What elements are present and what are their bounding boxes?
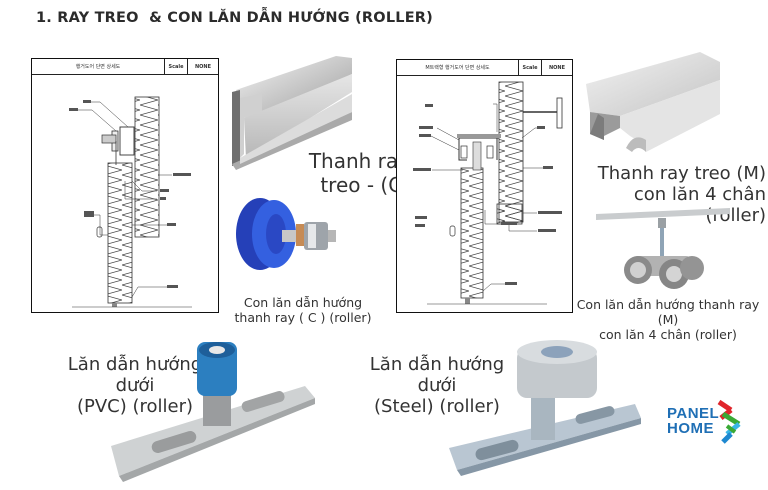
guide-pvc-caption-line1: Lăn dẫn hướng dưới (67, 354, 203, 397)
roller-c-image (236, 198, 336, 270)
panel-home-logo: PANEL HOME (667, 399, 747, 446)
guide-pvc-caption: Lăn dẫn hướng dưới (PVC) (roller) (50, 354, 220, 418)
logo-arrow-icon (717, 399, 741, 444)
rail-m-caption-line1: Thanh ray treo (M) (597, 163, 766, 184)
rail-c-caption-line2: treo - (C) (320, 172, 410, 197)
wall-panel (134, 96, 160, 238)
roller-c-caption-line2: thanh ray ( C ) (roller) (234, 309, 372, 325)
guide-steel-caption-line2: (Steel) (roller) (374, 396, 500, 418)
drawing-header: M트랙형 행거도어 단면 상세도 Scale NONE (397, 60, 572, 76)
roller-m-image (596, 208, 730, 289)
roller-c-caption: Con lăn dẫn hướng thanh ray ( C ) (rolle… (228, 295, 378, 326)
rail-c-image (232, 56, 352, 170)
rail-m-caption: Thanh ray treo (M) con lăn 4 chân (rolle… (570, 163, 766, 227)
rail-m-image (586, 52, 720, 152)
drawing-scale-label: Scale (164, 59, 187, 74)
drawing-scale-value: NONE (187, 59, 218, 74)
door-panel (107, 162, 133, 304)
guide-steel-caption-line1: Lăn dẫn hướng dưới (369, 354, 505, 397)
drawing-title: M트랙형 행거도어 단면 상세도 (425, 65, 490, 71)
roller-m-caption-line1: Con lăn dẫn hướng thanh ray (M) (576, 297, 760, 327)
roller-m-caption: Con lăn dẫn hướng thanh ray (M) con lăn … (570, 297, 766, 342)
guide-pvc-image (111, 342, 315, 482)
drawing-title: 행거도어 단면 상세도 (75, 64, 121, 70)
guide-steel-image (449, 340, 641, 476)
door-panel (460, 167, 484, 299)
roller-m-caption-line2: con lăn 4 chân (roller) (599, 326, 737, 342)
guide-steel-caption: Lăn dẫn hướng dưới (Steel) (roller) (352, 354, 522, 418)
wall-panel (498, 81, 524, 223)
logo-text: PANEL HOME (667, 406, 719, 437)
rail-c-caption: Thanh ray treo - (C) (290, 149, 410, 197)
logo-line1: PANEL (667, 405, 720, 422)
rail-c-caption-line1: Thanh ray (308, 149, 410, 173)
page-title: 1. RAY TREO & CON LĂN DẪN HƯỚNG (ROLLER) (36, 10, 434, 26)
section-diagram-svg (413, 81, 563, 305)
section-diagram-svg (69, 96, 192, 308)
section-drawing-c-rail: 행거도어 단면 상세도 Scale NONE (31, 58, 219, 313)
drawing-scale-value: NONE (541, 60, 572, 75)
roller-c-caption-line1: Con lăn dẫn hướng (243, 295, 363, 310)
drawing-header: 행거도어 단면 상세도 Scale NONE (32, 59, 218, 75)
drawing-scale-label: Scale (518, 60, 541, 75)
section-drawing-m-rail: M트랙형 행거도어 단면 상세도 Scale NONE (396, 59, 573, 313)
logo-line2: HOME (667, 420, 714, 438)
guide-pvc-caption-line2: (PVC) (roller) (76, 396, 194, 418)
